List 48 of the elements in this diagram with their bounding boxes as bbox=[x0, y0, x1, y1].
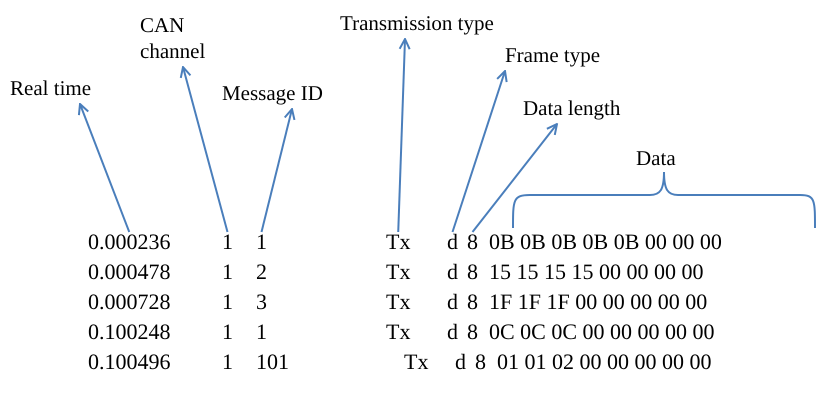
time-value: 0.100248 bbox=[88, 320, 170, 344]
data-bytes: 1F 1F 1F 00 00 00 00 00 bbox=[489, 290, 708, 314]
direction-value: Tx bbox=[386, 290, 410, 314]
channel-value: 1 bbox=[222, 350, 233, 374]
arrow bbox=[260, 108, 296, 232]
arrow bbox=[452, 70, 508, 232]
channel-value: 1 bbox=[222, 230, 233, 254]
field-caption: Message ID bbox=[222, 80, 323, 106]
frame-type-value: d bbox=[447, 230, 458, 254]
data-bytes: 15 15 15 15 00 00 00 00 bbox=[489, 260, 704, 284]
message-id-value: 2 bbox=[256, 260, 267, 284]
time-value: 0.000728 bbox=[88, 290, 170, 314]
channel-value: 1 bbox=[222, 320, 233, 344]
frame-type-value: d bbox=[447, 260, 458, 284]
field-caption: Real time bbox=[10, 75, 92, 101]
direction-value: Tx bbox=[386, 230, 410, 254]
length-value: 8 bbox=[467, 320, 478, 344]
arrow bbox=[397, 38, 411, 232]
data-bytes: 01 01 02 00 00 00 00 00 bbox=[497, 350, 712, 374]
time-value: 0.000236 bbox=[88, 230, 170, 254]
channel-value: 1 bbox=[222, 290, 233, 314]
arrow bbox=[180, 66, 228, 232]
length-value: 8 bbox=[467, 230, 478, 254]
message-id-value: 1 bbox=[256, 230, 267, 254]
length-value: 8 bbox=[467, 260, 478, 284]
data-bytes: 0C 0C 0C 00 00 00 00 00 bbox=[489, 320, 715, 344]
message-id-value: 101 bbox=[256, 350, 289, 374]
field-caption: Frame type bbox=[505, 42, 600, 68]
direction-value: Tx bbox=[386, 260, 410, 284]
direction-value: Tx bbox=[386, 320, 410, 344]
field-caption: CAN channel bbox=[140, 12, 240, 64]
direction-value: Tx bbox=[404, 350, 428, 374]
channel-value: 1 bbox=[222, 260, 233, 284]
frame-type-value: d bbox=[455, 350, 466, 374]
arrow bbox=[472, 123, 558, 233]
frame-type-value: d bbox=[447, 320, 458, 344]
frame-type-value: d bbox=[447, 290, 458, 314]
time-value: 0.100496 bbox=[88, 350, 170, 374]
message-id-value: 3 bbox=[256, 290, 267, 314]
arrow bbox=[78, 103, 130, 232]
length-value: 8 bbox=[467, 290, 478, 314]
message-id-value: 1 bbox=[256, 320, 267, 344]
time-value: 0.000478 bbox=[88, 260, 170, 284]
data-bytes: 0B 0B 0B 0B 0B 00 00 00 bbox=[489, 230, 722, 254]
field-caption: Transmission type bbox=[340, 10, 500, 36]
field-caption: Data bbox=[636, 145, 676, 171]
length-value: 8 bbox=[475, 350, 486, 374]
field-caption: Data length bbox=[523, 95, 620, 121]
